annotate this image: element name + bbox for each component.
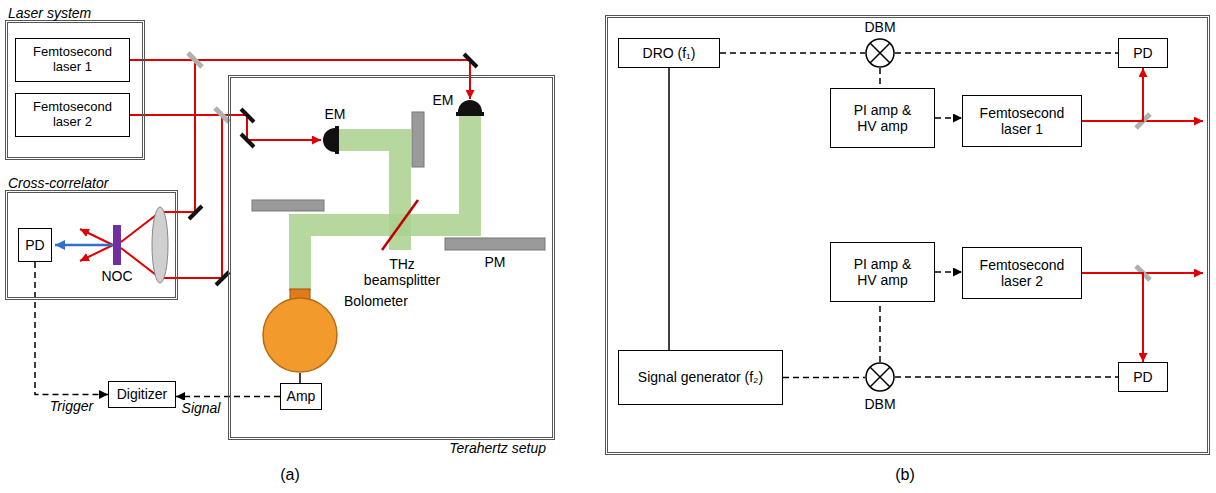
heading: Bolometer bbox=[344, 293, 408, 309]
box-text: Amp bbox=[287, 388, 316, 404]
mixer-symbol bbox=[865, 38, 895, 68]
signal-line bbox=[35, 262, 108, 395]
nonlinear-crystal bbox=[113, 225, 121, 265]
part-label: PM bbox=[485, 254, 506, 270]
laser-box: Femtosecond laser 2 bbox=[962, 247, 1082, 299]
part-label: THz beamsplitter bbox=[362, 256, 442, 288]
heading: Cross-correlator bbox=[8, 175, 108, 191]
laser-beam-connector bbox=[1082, 273, 1143, 362]
box-text: Signal generator (f₂) bbox=[638, 369, 763, 385]
signal-line bbox=[935, 271, 962, 273]
ellipsoidal-mirror bbox=[458, 100, 482, 112]
lens bbox=[152, 207, 168, 283]
bolometer-symbol: Bolometer bbox=[262, 297, 338, 373]
box-text: PI amp & HV amp bbox=[843, 102, 923, 134]
bolometer-symbol bbox=[262, 297, 338, 373]
box-text: PD bbox=[1133, 369, 1152, 385]
signal-line bbox=[895, 52, 1118, 54]
mixer-cross bbox=[870, 367, 890, 387]
signal-generator-box: Signal generator (f₂) bbox=[618, 350, 783, 405]
laser-box: Femtosecond laser 1 bbox=[15, 38, 130, 82]
wire bbox=[668, 68, 670, 350]
mirror bbox=[189, 54, 477, 285]
mixer-circle bbox=[866, 363, 894, 391]
signal-line bbox=[935, 117, 962, 119]
box-text: DRO (f₁) bbox=[643, 45, 696, 61]
box-text: Femtosecond laser 1 bbox=[25, 45, 120, 75]
laser-system-frame: Laser systemFemtosecond laser 1Femtoseco… bbox=[5, 20, 145, 160]
amplifier-box: Amp bbox=[280, 383, 322, 410]
signal-line bbox=[879, 68, 881, 88]
amplifier-box: PI amp & HV amp bbox=[830, 242, 935, 302]
panel-label: (b) bbox=[895, 466, 915, 484]
amplifier-box: PI amp & HV amp bbox=[830, 88, 935, 148]
box-text: Femtosecond laser 1 bbox=[975, 105, 1070, 137]
part-label: EM bbox=[325, 106, 346, 122]
bolometer-body bbox=[263, 298, 337, 372]
signal-line bbox=[783, 377, 865, 379]
signal-line bbox=[895, 376, 1118, 378]
box-text: Femtosecond laser 2 bbox=[25, 100, 120, 130]
heading: Laser system bbox=[8, 5, 91, 21]
laser-box: Femtosecond laser 1 bbox=[962, 95, 1082, 147]
part-label: EM bbox=[433, 92, 454, 108]
sfg-beam bbox=[55, 244, 113, 247]
parabolic-mirror bbox=[252, 112, 545, 250]
part-label: NOC bbox=[101, 268, 132, 284]
heading: DBM bbox=[864, 19, 895, 35]
mixer-cross bbox=[870, 43, 890, 63]
photodiode-box: PD bbox=[18, 228, 52, 262]
oscillator-box: DRO (f₁) bbox=[618, 38, 720, 68]
box-text: Digitizer bbox=[117, 386, 168, 402]
mixer-symbol: DBM bbox=[865, 38, 895, 68]
wire bbox=[299, 373, 301, 383]
laser-beam-connector bbox=[1082, 68, 1143, 121]
heading: Terahertz setup bbox=[449, 440, 546, 456]
laser-box: Femtosecond laser 2 bbox=[15, 93, 130, 137]
thz-beamsplitter bbox=[382, 200, 418, 250]
digitizer-box: Digitizer bbox=[108, 381, 176, 408]
signal-line bbox=[720, 52, 865, 54]
mixer-symbol bbox=[865, 362, 895, 392]
box-text: PD bbox=[25, 237, 44, 253]
photodiode-box: PD bbox=[1118, 362, 1168, 392]
thz-beam bbox=[300, 112, 470, 291]
cross-correlator-frame: Cross-correlatorPD bbox=[5, 190, 178, 300]
box-text: PD bbox=[1133, 45, 1152, 61]
box-text: Femtosecond laser 2 bbox=[975, 257, 1070, 289]
laser-beam bbox=[80, 60, 1203, 278]
ellipsoidal-mirror bbox=[335, 126, 339, 154]
box-text: PI amp & HV amp bbox=[843, 256, 923, 288]
signal-label: Signal bbox=[180, 400, 223, 416]
signal-line bbox=[879, 302, 881, 362]
ellipsoidal-mirror bbox=[323, 128, 335, 152]
signal-label: Trigger bbox=[48, 398, 95, 414]
mixer-circle bbox=[866, 39, 894, 67]
mixer-symbol: DBM bbox=[865, 362, 895, 392]
ellipsoidal-mirror bbox=[456, 112, 484, 116]
heading: DBM bbox=[864, 396, 895, 412]
photodiode-box: PD bbox=[1118, 38, 1168, 68]
panel-label: (a) bbox=[280, 466, 300, 484]
